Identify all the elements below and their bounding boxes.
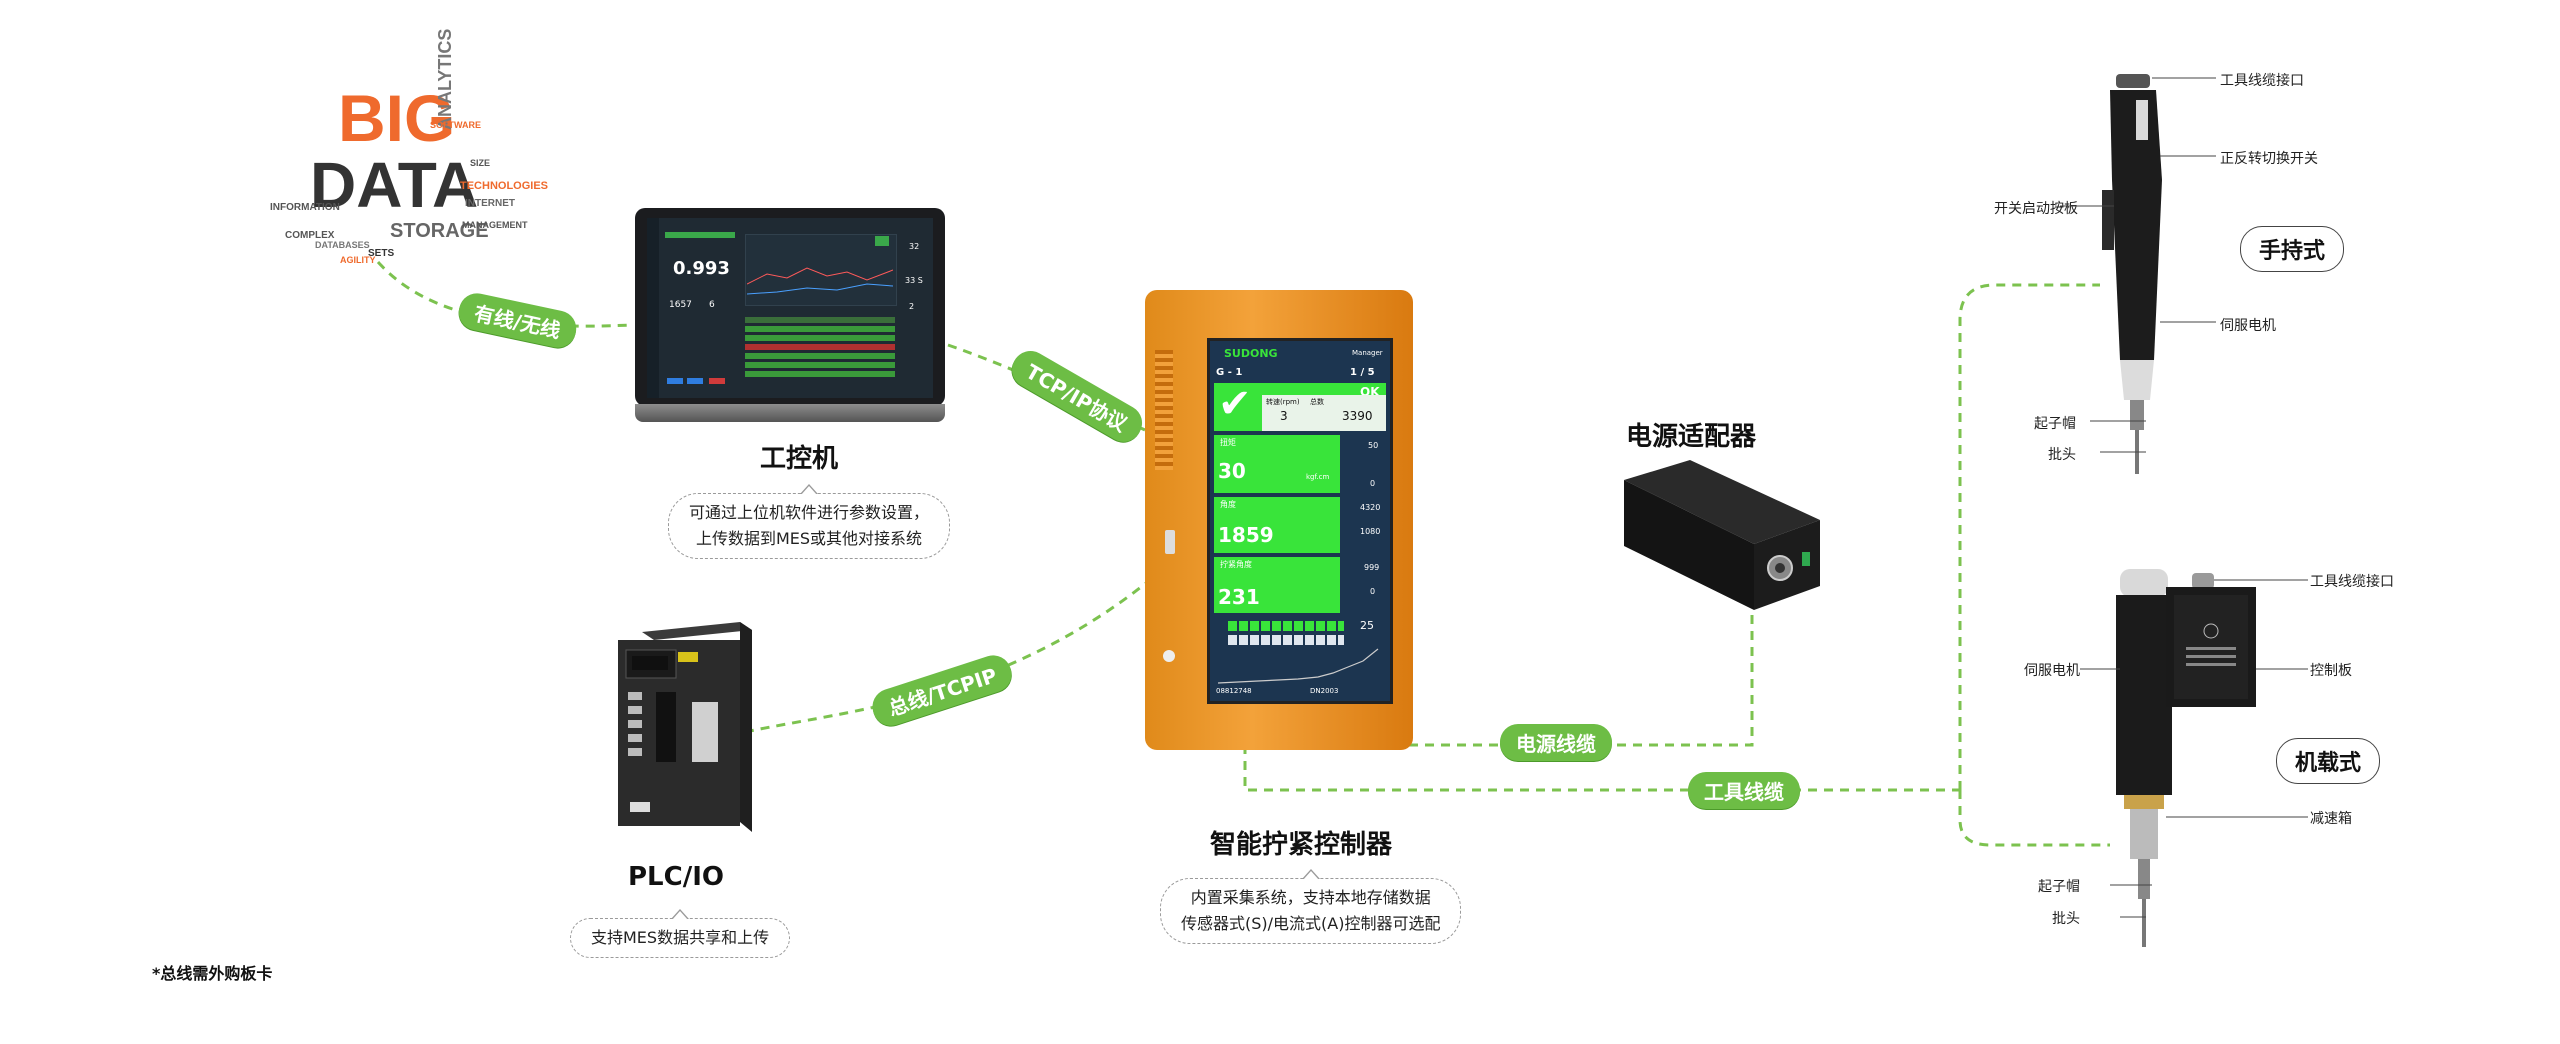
gyro-r2: 0 [1370,587,1376,596]
count-label: 总数 [1310,398,1324,406]
controller-title: 智能拧紧控制器 [1210,830,1393,860]
handheld-callout-bit: 批头 [2048,447,2076,463]
controller-screen: SUDONG Manager G - 1 1 / 5 ✔ OK 转速(rpm) … [1207,338,1393,704]
controller-desc-line1: 内置采集系统，支持本地存储数据 [1190,888,1431,907]
cloud-word: AGILITY [340,255,376,265]
gyro-value: 231 [1218,585,1260,609]
cloud-word: DATABASES [315,240,370,250]
pc-screen-num1: 1657 [669,300,692,310]
pc-screen-num3: 32 [909,242,920,251]
torque-label: 扭矩 [1220,438,1236,447]
handheld-callout-cable-port: 工具线缆接口 [2220,73,2304,89]
industrial-pc-image: 0.993 1657 6 32 33 S 2 [635,208,945,423]
pc-stand [635,404,945,422]
handheld-callout-direction-switch: 正反转切换开关 [2220,151,2318,167]
handheld-tag: 手持式 [2240,226,2345,272]
controller-description: 内置采集系统，支持本地存储数据 传感器式(S)/电流式(A)控制器可选配 [1160,869,1462,944]
cloud-word: TECHNOLOGIES [460,180,549,192]
link-tools-branch [1958,283,2100,790]
controller-sn: 08812748 [1216,687,1252,695]
handheld-callout-servo-motor: 伺服电机 [2220,318,2276,334]
ipc-desc-line1: 可通过上位机软件进行参数设置， [689,503,930,522]
link-tools-branch-low [1958,790,2110,847]
torque-unit: kgf.cm [1306,473,1330,481]
plc-description: 支持MES数据共享和上传 [570,909,791,958]
ipc-desc-line2: 上传数据到MES或其他对接系统 [695,529,923,548]
cloud-word: SOFTWARE [430,120,481,130]
angle-value: 1859 [1218,523,1274,547]
big-word: BIG [338,81,456,155]
cloud-word: SETS [368,248,395,259]
pc-screen-value: 0.993 [673,258,730,279]
mounted-callout-control-board: 控制板 [2310,663,2352,679]
mounted-callout-bit-cap: 起子帽 [2038,879,2080,895]
plc-image [618,622,752,832]
handheld-leader-lines [2060,77,2216,453]
handheld-callout-start-lever: 开关启动按板 [1994,201,2078,217]
link-label-tool-cable: 工具线缆 [1688,772,1800,809]
ipc-description: 可通过上位机软件进行参数设置， 上传数据到MES或其他对接系统 [668,484,951,559]
mounted-callout-gearbox: 减速箱 [2310,811,2352,827]
mounted-screwdriver-image [2116,569,2256,947]
tightening-controller-image: SUDONG Manager G - 1 1 / 5 ✔ OK 转速(rpm) … [1145,290,1413,750]
handheld-screwdriver-image [2102,74,2162,474]
cloud-word: MANAGEMENT [462,220,528,230]
data-word: DATA [310,149,479,221]
mounted-tag: 机载式 [2276,738,2381,784]
footnote: *总线需外购板卡 [152,964,273,983]
cloud-word: INFORMATION [270,202,340,213]
controller-footer-code: DN2003 [1310,687,1339,695]
cloud-word: STORAGE [390,220,489,242]
count-value: 3390 [1342,409,1373,423]
handheld-callout-bit-cap: 起子帽 [2034,416,2076,432]
check-icon: ✔ [1218,381,1252,427]
mounted-callout-cable-port: 工具线缆接口 [2310,574,2394,590]
controller-brand: SUDONG [1224,347,1278,360]
psu-title: 电源适配器 [1626,422,1757,452]
angle-label: 角度 [1220,500,1236,509]
cloud-word: INTERNET [465,198,515,209]
pc-screen-num5: 2 [909,302,915,311]
gyro-r1: 999 [1364,563,1380,572]
link-plc-controller [744,578,1151,734]
angle-r1: 50 [1368,441,1379,450]
pc-screen-num4: 33 S [905,276,923,285]
reset-value: 25 [1360,619,1374,632]
pc-screen-num2: 6 [709,300,715,310]
torque-value: 30 [1218,459,1246,483]
plc-title: PLC/IO [628,862,724,892]
controller-desc-line2: 传感器式(S)/电流式(A)控制器可选配 [1181,914,1441,933]
speed-label: 转速(rpm) [1266,398,1300,406]
mounted-callout-bit: 批头 [2052,911,2080,927]
angle-r4: 1080 [1360,527,1381,536]
big-data-word-cloud: BIG DATA ANALYTICS STORAGE TECHNOLOGIES … [230,29,548,280]
mounted-callout-servo-motor: 伺服电机 [2024,663,2080,679]
controller-manager: Manager [1352,349,1383,357]
pc-bezel: 0.993 1657 6 32 33 S 2 [635,208,945,406]
pc-screen: 0.993 1657 6 32 33 S 2 [647,218,933,398]
power-adapter-image [1624,460,1820,610]
cloud-word: ANALYTICS [435,28,455,130]
angle-r3: 4320 [1360,503,1381,512]
link-label-power-cable: 电源线缆 [1500,724,1612,761]
ipc-title: 工控机 [760,444,839,474]
cloud-word: COMPLEX [285,230,335,241]
speed-value: 3 [1280,409,1288,423]
angle-r2: 0 [1370,479,1376,488]
controller-page: 1 / 5 [1350,367,1375,378]
controller-group: G - 1 [1216,367,1243,378]
cloud-word: SIZE [470,158,491,168]
gyro-label: 拧紧角度 [1220,560,1252,569]
mounted-leader-lines [2080,579,2308,918]
